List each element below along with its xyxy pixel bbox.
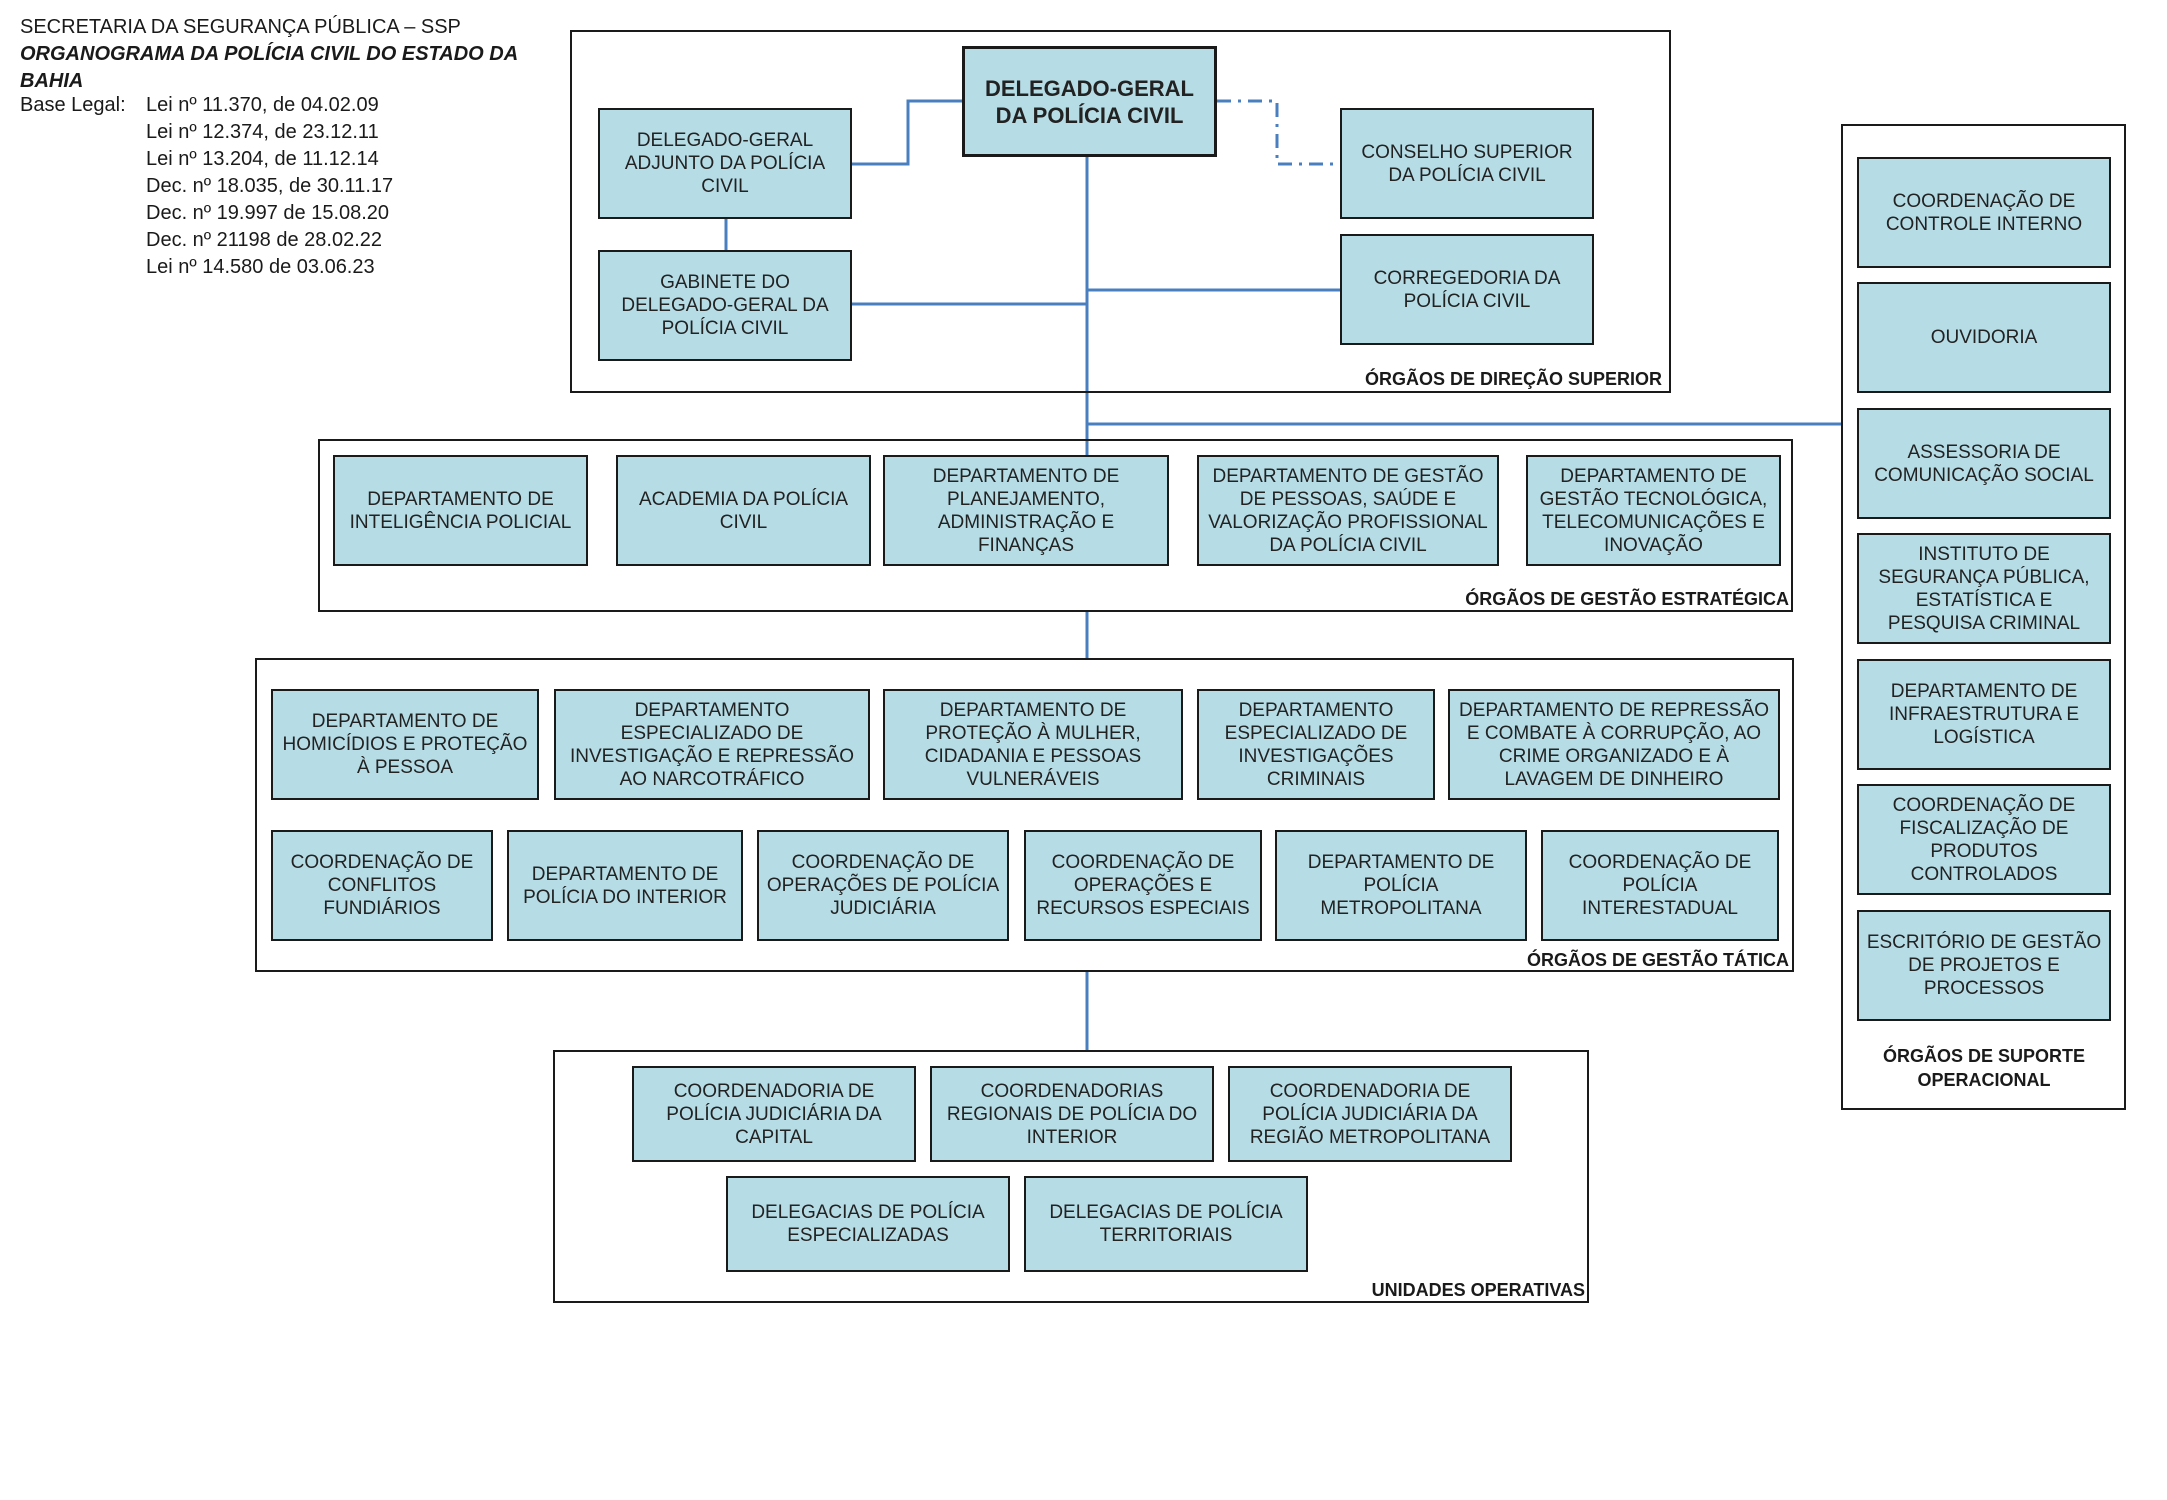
document-header: SECRETARIA DA SEGURANÇA PÚBLICA – SSP OR… — [20, 14, 560, 95]
box-operativa-5[interactable]: DELEGACIAS DE POLÍCIA TERRITORIAIS — [1024, 1176, 1308, 1272]
box-label: COORDENAÇÃO DE CONFLITOS FUNDIÁRIOS — [290, 852, 474, 919]
box-label: COORDENAÇÃO DE OPERAÇÕES DE POLÍCIA JUDI… — [766, 852, 1000, 919]
frame-label-tatica: ÓRGÃOS DE GESTÃO TÁTICA — [1526, 950, 1789, 970]
box-label: DELEGACIAS DE POLÍCIA TERRITORIAIS — [1049, 1202, 1283, 1246]
frame-gestao-estrategica — [318, 439, 1793, 612]
law-item: Lei nº 13.204, de 11.12.14 — [146, 148, 379, 170]
box-label: OUVIDORIA — [1930, 327, 2038, 348]
box-suporte-1[interactable]: COORDENAÇÃO DE CONTROLE INTERNO — [1857, 157, 2111, 268]
box-conselho-superior[interactable]: CONSELHO SUPERIOR DA POLÍCIA CIVIL — [1340, 108, 1594, 219]
box-label: DELEGACIAS DE POLÍCIA ESPECIALIZADAS — [751, 1202, 985, 1246]
box-operativa-4[interactable]: DELEGACIAS DE POLÍCIA ESPECIALIZADAS — [726, 1176, 1010, 1272]
frame-direcao-superior — [570, 30, 1671, 393]
box-label: DELEGADO-GERAL DA POLÍCIA CIVIL — [985, 75, 1194, 128]
box-tatica-10[interactable]: DEPARTAMENTO DE POLÍCIA METROPOLITANA — [1275, 830, 1527, 941]
box-label: COORDENADORIAS REGIONAIS DE POLÍCIA DO I… — [946, 1080, 1198, 1148]
box-label: ASSESSORIA DE COMUNICAÇÃO SOCIAL — [1874, 441, 2094, 486]
box-label: DEPARTAMENTO DE POLÍCIA DO INTERIOR — [523, 863, 727, 908]
box-label: GABINETE DO DELEGADO-GERAL DA POLÍCIA CI… — [621, 272, 829, 339]
header-title: ORGANOGRAMA DA POLÍCIA CIVIL DO ESTADO D… — [20, 43, 518, 92]
law-item: Dec. nº 21198 de 28.02.22 — [146, 229, 383, 251]
frame-gestao-tatica — [255, 658, 1794, 972]
box-tatica-8[interactable]: COORDENAÇÃO DE OPERAÇÕES DE POLÍCIA JUDI… — [757, 830, 1009, 941]
box-label: COORDENADORIA DE POLÍCIA JUDICIÁRIA DA R… — [1249, 1080, 1491, 1148]
box-estrategica-4[interactable]: DEPARTAMENTO DE GESTÃO DE PESSOAS, SAÚDE… — [1197, 455, 1499, 566]
box-estrategica-3[interactable]: DEPARTAMENTO DE PLANEJAMENTO, ADMINISTRA… — [883, 455, 1169, 566]
law-item: Dec. nº 19.997 de 15.08.20 — [146, 202, 390, 224]
box-label: COORDENADORIA DE POLÍCIA JUDICIÁRIA DA C… — [666, 1080, 882, 1148]
legal-label: Base Legal: — [20, 94, 126, 116]
box-suporte-2[interactable]: OUVIDORIA — [1857, 282, 2111, 393]
box-tatica-7[interactable]: DEPARTAMENTO DE POLÍCIA DO INTERIOR — [507, 830, 743, 941]
box-gabinete[interactable]: GABINETE DO DELEGADO-GERAL DA POLÍCIA CI… — [598, 250, 852, 361]
box-tatica-2[interactable]: DEPARTAMENTO ESPECIALIZADO DE INVESTIGAÇ… — [554, 689, 870, 800]
box-label: COORDENAÇÃO DE OPERAÇÕES E RECURSOS ESPE… — [1036, 852, 1250, 919]
box-label: DEPARTAMENTO DE PLANEJAMENTO, ADMINISTRA… — [932, 465, 1120, 556]
box-label: DEPARTAMENTO ESPECIALIZADO DE INVESTIGAÇ… — [569, 699, 855, 790]
box-tatica-1[interactable]: DEPARTAMENTO DE HOMICÍDIOS E PROTEÇÃO À … — [271, 689, 539, 800]
box-label: COORDENAÇÃO DE FISCALIZAÇÃO DE PRODUTOS … — [1892, 794, 2076, 885]
box-delegado-geral[interactable]: DELEGADO-GERAL DA POLÍCIA CIVIL — [962, 46, 1217, 157]
box-estrategica-1[interactable]: DEPARTAMENTO DE INTELIGÊNCIA POLICIAL — [333, 455, 588, 566]
box-label: CONSELHO SUPERIOR DA POLÍCIA CIVIL — [1361, 141, 1573, 186]
box-label: COORDENAÇÃO DE POLÍCIA INTERESTADUAL — [1568, 852, 1752, 919]
box-label: DEPARTAMENTO DE POLÍCIA METROPOLITANA — [1307, 852, 1495, 919]
box-label: ESCRITÓRIO DE GESTÃO DE PROJETOS E PROCE… — [1866, 932, 2102, 999]
box-label: DELEGADO-GERAL ADJUNTO DA POLÍCIA CIVIL — [624, 130, 826, 197]
box-label: DEPARTAMENTO DE INTELIGÊNCIA POLICIAL — [349, 488, 572, 533]
law-item: Lei nº 14.580 de 03.06.23 — [146, 256, 375, 278]
box-tatica-5[interactable]: DEPARTAMENTO DE REPRESSÃO E COMBATE À CO… — [1448, 689, 1780, 800]
box-label: COORDENAÇÃO DE CONTROLE INTERNO — [1885, 190, 2083, 235]
box-label: DEPARTAMENTO DE PROTEÇÃO À MULHER, CIDAD… — [924, 699, 1142, 790]
frame-unidades-operativas — [553, 1050, 1589, 1303]
box-label: CORREGEDORIA DA POLÍCIA CIVIL — [1373, 267, 1561, 312]
frame-label-operativas: UNIDADES OPERATIVAS — [1371, 1280, 1585, 1300]
box-label: DEPARTAMENTO DE REPRESSÃO E COMBATE À CO… — [1458, 699, 1770, 790]
box-tatica-6[interactable]: COORDENAÇÃO DE CONFLITOS FUNDIÁRIOS — [271, 830, 493, 941]
box-estrategica-2[interactable]: ACADEMIA DA POLÍCIA CIVIL — [616, 455, 871, 566]
law-list: Lei nº 11.370, de 04.02.09 Lei nº 12.374… — [146, 92, 393, 281]
box-tatica-11[interactable]: COORDENAÇÃO DE POLÍCIA INTERESTADUAL — [1541, 830, 1779, 941]
box-label: DEPARTAMENTO DE HOMICÍDIOS E PROTEÇÃO À … — [282, 711, 528, 778]
box-label: ACADEMIA DA POLÍCIA CIVIL — [638, 488, 849, 533]
frame-label-direcao: ÓRGÃOS DE DIREÇÃO SUPERIOR — [1364, 369, 1662, 389]
law-item: Dec. nº 18.035, de 30.11.17 — [146, 175, 394, 197]
box-suporte-4[interactable]: INSTITUTO DE SEGURANÇA PÚBLICA, ESTATÍST… — [1857, 533, 2111, 644]
box-suporte-5[interactable]: DEPARTAMENTO DE INFRAESTRUTURA E LOGÍSTI… — [1857, 659, 2111, 770]
box-tatica-9[interactable]: COORDENAÇÃO DE OPERAÇÕES E RECURSOS ESPE… — [1024, 830, 1262, 941]
frame-suporte-operacional — [1841, 124, 2126, 1110]
box-operativa-1[interactable]: COORDENADORIA DE POLÍCIA JUDICIÁRIA DA C… — [632, 1066, 916, 1162]
law-item: Lei nº 11.370, de 04.02.09 — [146, 94, 379, 116]
frame-label-estrategica: ÓRGÃOS DE GESTÃO ESTRATÉGICA — [1465, 589, 1789, 609]
box-suporte-3[interactable]: ASSESSORIA DE COMUNICAÇÃO SOCIAL — [1857, 408, 2111, 519]
box-operativa-2[interactable]: COORDENADORIAS REGIONAIS DE POLÍCIA DO I… — [930, 1066, 1214, 1162]
box-suporte-7[interactable]: ESCRITÓRIO DE GESTÃO DE PROJETOS E PROCE… — [1857, 910, 2111, 1021]
box-corregedoria[interactable]: CORREGEDORIA DA POLÍCIA CIVIL — [1340, 234, 1594, 345]
box-tatica-3[interactable]: DEPARTAMENTO DE PROTEÇÃO À MULHER, CIDAD… — [883, 689, 1183, 800]
box-estrategica-5[interactable]: DEPARTAMENTO DE GESTÃO TECNOLÓGICA, TELE… — [1526, 455, 1781, 566]
frame-label-suporte: ÓRGÃOS DE SUPORTE OPERACIONAL — [1882, 1046, 2086, 1090]
box-label: DEPARTAMENTO DE GESTÃO DE PESSOAS, SAÚDE… — [1208, 465, 1488, 556]
box-delegado-geral-adjunto[interactable]: DELEGADO-GERAL ADJUNTO DA POLÍCIA CIVIL — [598, 108, 852, 219]
law-item: Lei nº 12.374, de 23.12.11 — [146, 121, 379, 143]
box-operativa-3[interactable]: COORDENADORIA DE POLÍCIA JUDICIÁRIA DA R… — [1228, 1066, 1512, 1162]
box-tatica-4[interactable]: DEPARTAMENTO ESPECIALIZADO DE INVESTIGAÇ… — [1197, 689, 1435, 800]
box-label: INSTITUTO DE SEGURANÇA PÚBLICA, ESTATÍST… — [1878, 543, 2090, 634]
box-label: DEPARTAMENTO DE INFRAESTRUTURA E LOGÍSTI… — [1888, 681, 2080, 748]
box-label: DEPARTAMENTO DE GESTÃO TECNOLÓGICA, TELE… — [1539, 465, 1768, 556]
box-label: DEPARTAMENTO ESPECIALIZADO DE INVESTIGAÇ… — [1224, 699, 1408, 790]
box-suporte-6[interactable]: COORDENAÇÃO DE FISCALIZAÇÃO DE PRODUTOS … — [1857, 784, 2111, 895]
header-ministry: SECRETARIA DA SEGURANÇA PÚBLICA – SSP — [20, 16, 461, 38]
